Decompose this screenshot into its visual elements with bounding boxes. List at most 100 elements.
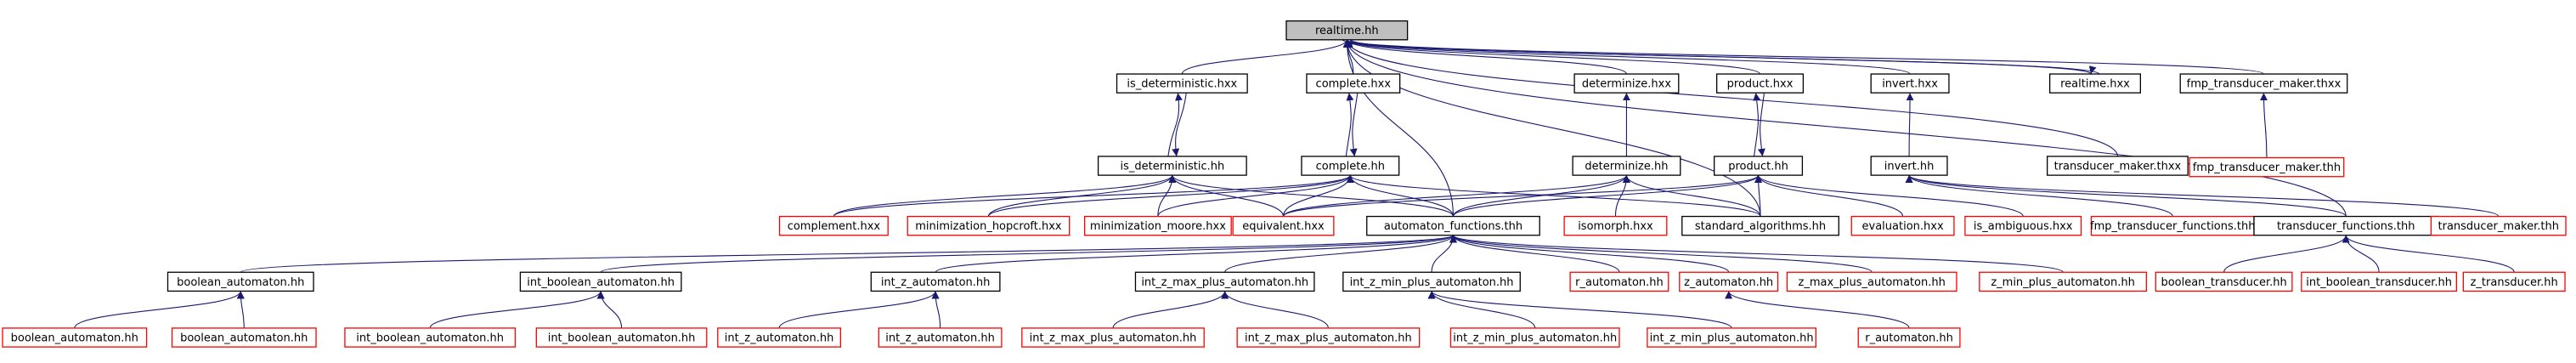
- node-int-z-max-hh-1[interactable]: int_z_max_plus_automaton.hh: [1021, 327, 1205, 348]
- edge-complete-hxx-to-complete-hh: [1349, 93, 1359, 157]
- node-box: [519, 271, 682, 292]
- node-bool-aut-hh-2[interactable]: boolean_automaton.hh: [171, 327, 317, 348]
- edge-min-moore-hxx-to-complete-hh: [1157, 174, 1354, 217]
- edge-line: [1345, 93, 1354, 157]
- node-evaluation-hxx[interactable]: evaluation.hxx: [1850, 215, 1955, 236]
- node-int-bool-aut-hh-2[interactable]: int_boolean_automaton.hh: [535, 327, 708, 348]
- node-box: [878, 327, 1003, 348]
- node-realtime-hxx[interactable]: realtime.hxx: [2048, 73, 2142, 94]
- node-label: realtime.hxx: [2060, 78, 2130, 91]
- node-tm-thh[interactable]: transducer_maker.thh: [2430, 215, 2567, 236]
- node-z-aut-hh[interactable]: z_automaton.hh: [1679, 271, 1779, 292]
- edge-line: [1449, 235, 2064, 273]
- node-box: [1569, 271, 1669, 292]
- node-int-bool-trans-hh[interactable]: int_boolean_transducer.hh: [2301, 271, 2458, 292]
- edge-line: [1157, 174, 1354, 217]
- edge-fmp-tm-thxx-to-realtime-hh: [1343, 39, 2265, 75]
- edge-tm-thxx-to-realtime-hh: [1342, 39, 2118, 156]
- node-box: [1563, 215, 1668, 236]
- node-box: [778, 215, 889, 236]
- node-equivalent-hxx[interactable]: equivalent.hxx: [1232, 215, 1335, 236]
- node-min-moore-hxx[interactable]: minimization_moore.hxx: [1083, 215, 1232, 236]
- node-label: fmp_transducer_maker.thxx: [2187, 78, 2342, 91]
- node-af-thh[interactable]: automaton_functions.thh: [1366, 215, 1540, 236]
- edge-equivalent-hxx-to-product-hh: [1282, 174, 1762, 218]
- node-box: [171, 327, 317, 348]
- edge-line: [74, 291, 245, 329]
- node-invert-hxx[interactable]: invert.hxx: [1870, 73, 1950, 94]
- edge-std-alg-hh-to-complete-hh: [1346, 174, 1761, 218]
- node-label: int_boolean_automaton.hh: [356, 332, 504, 345]
- edge-line: [240, 235, 1457, 273]
- node-complete-hh[interactable]: complete.hh: [1301, 156, 1400, 176]
- node-label: minimization_hopcroft.hxx: [915, 220, 1062, 233]
- node-r-aut-hh[interactable]: r_automaton.hh: [1569, 271, 1669, 292]
- node-label: determinize.hxx: [1582, 78, 1671, 91]
- edge-af-thh-to-is-det-hh: [1168, 174, 1455, 217]
- node-z-min-hh[interactable]: z_min_plus_automaton.hh: [1979, 271, 2147, 292]
- node-is-det-hh[interactable]: is_deterministic.hh: [1097, 156, 1247, 176]
- edge-tf-thh-to-invert-hh: [1905, 174, 2347, 218]
- node-is-det-hxx[interactable]: is_deterministic.hxx: [1116, 73, 1248, 94]
- node-label: int_z_automaton.hh: [725, 332, 834, 345]
- node-z-trans-hh[interactable]: z_transducer.hh: [2462, 271, 2566, 292]
- edge-line: [2223, 235, 2350, 273]
- node-determinize-hh[interactable]: determinize.hh: [1572, 156, 1681, 176]
- node-isomorph-hxx[interactable]: isomorph.hxx: [1563, 215, 1668, 236]
- node-determinize-hxx[interactable]: determinize.hxx: [1573, 73, 1680, 94]
- node-tf-thh[interactable]: transducer_functions.thh: [2253, 215, 2439, 236]
- edge-r-aut-hh-b-to-z-aut-hh: [1725, 291, 1910, 329]
- node-r-aut-hh-b[interactable]: r_automaton.hh: [1857, 327, 1961, 348]
- node-box: [1342, 271, 1521, 292]
- edge-product-hxx-to-product-hh: [1757, 93, 1765, 157]
- node-int-z-min-hh-1[interactable]: int_z_min_plus_automaton.hh: [1449, 327, 1620, 348]
- node-int-z-max-hh[interactable]: int_z_max_plus_automaton.hh: [1134, 271, 1315, 292]
- node-label: boolean_automaton.hh: [177, 276, 304, 289]
- node-int-z-min-hh-2[interactable]: int_z_min_plus_automaton.hh: [1647, 327, 1817, 348]
- node-complement-hxx[interactable]: complement.hxx: [778, 215, 889, 236]
- node-bool-trans-hh[interactable]: boolean_transducer.hh: [2155, 271, 2293, 292]
- edge-z-aut-hh-to-af-thh: [1449, 235, 1730, 273]
- node-product-hh[interactable]: product.hh: [1714, 156, 1804, 176]
- edge-line: [931, 291, 941, 328]
- edge-line: [1168, 174, 1285, 217]
- node-int-z-min-hh[interactable]: int_z_min_plus_automaton.hh: [1342, 271, 1521, 292]
- node-product-hxx[interactable]: product.hxx: [1716, 73, 1805, 94]
- node-int-z-max-hh-2[interactable]: int_z_max_plus_automaton.hh: [1236, 327, 1421, 348]
- node-complete-hxx[interactable]: complete.hxx: [1306, 73, 1401, 94]
- node-label: transducer_maker.thh: [2438, 220, 2559, 233]
- node-std-alg-hh[interactable]: standard_algorithms.hh: [1681, 215, 1839, 236]
- node-bool-aut-hh-1[interactable]: boolean_automaton.hh: [2, 327, 148, 348]
- node-realtime-hh[interactable]: realtime.hh: [1285, 20, 1409, 41]
- node-min-hop-hxx[interactable]: minimization_hopcroft.hxx: [907, 215, 1071, 236]
- edge-line: [1342, 39, 2097, 75]
- edge-line: [236, 291, 245, 328]
- node-invert-hh[interactable]: invert.hh: [1870, 156, 1948, 176]
- node-box: [1572, 156, 1681, 176]
- node-int-z-aut-hh-1[interactable]: int_z_automaton.hh: [717, 327, 842, 348]
- edge-std-alg-hh-to-determinize-hh: [1623, 174, 1761, 217]
- node-fmp-tm-thh[interactable]: fmp_transducer_maker.thh: [2189, 156, 2345, 178]
- edge-equivalent-hxx-to-complete-hh: [1282, 175, 1354, 217]
- edge-line: [2342, 235, 2515, 273]
- node-box: [870, 271, 1001, 292]
- node-bool-aut-hh[interactable]: boolean_automaton.hh: [167, 271, 314, 292]
- node-box: [1366, 215, 1540, 236]
- node-int-z-aut-hh[interactable]: int_z_automaton.hh: [870, 271, 1001, 292]
- node-int-z-aut-hh-2[interactable]: int_z_automaton.hh: [878, 327, 1003, 348]
- node-box: [1449, 327, 1620, 348]
- node-label: standard_algorithms.hh: [1695, 220, 1826, 233]
- node-is-amb-hxx[interactable]: is_ambiguous.hxx: [1964, 215, 2082, 236]
- node-fmp-tm-thxx[interactable]: fmp_transducer_maker.thxx: [2179, 73, 2348, 94]
- node-box: [344, 327, 517, 348]
- node-label: automaton_functions.thh: [1384, 220, 1522, 233]
- node-int-bool-aut-hh-1[interactable]: int_boolean_automaton.hh: [344, 327, 517, 348]
- node-fmp-tf-thh[interactable]: fmp_transducer_functions.thh: [2090, 215, 2255, 236]
- edge-determinize-hxx-to-realtime-hh: [1342, 39, 1627, 75]
- node-z-max-hh[interactable]: z_max_plus_automaton.hh: [1786, 271, 1957, 292]
- node-int-bool-aut-hh[interactable]: int_boolean_automaton.hh: [519, 271, 682, 292]
- node-box: [717, 327, 842, 348]
- node-tm-thxx[interactable]: transducer_maker.thxx: [2046, 156, 2189, 176]
- edge-af-thh-to-complete-hh: [1346, 174, 1455, 217]
- edge-line: [778, 291, 940, 329]
